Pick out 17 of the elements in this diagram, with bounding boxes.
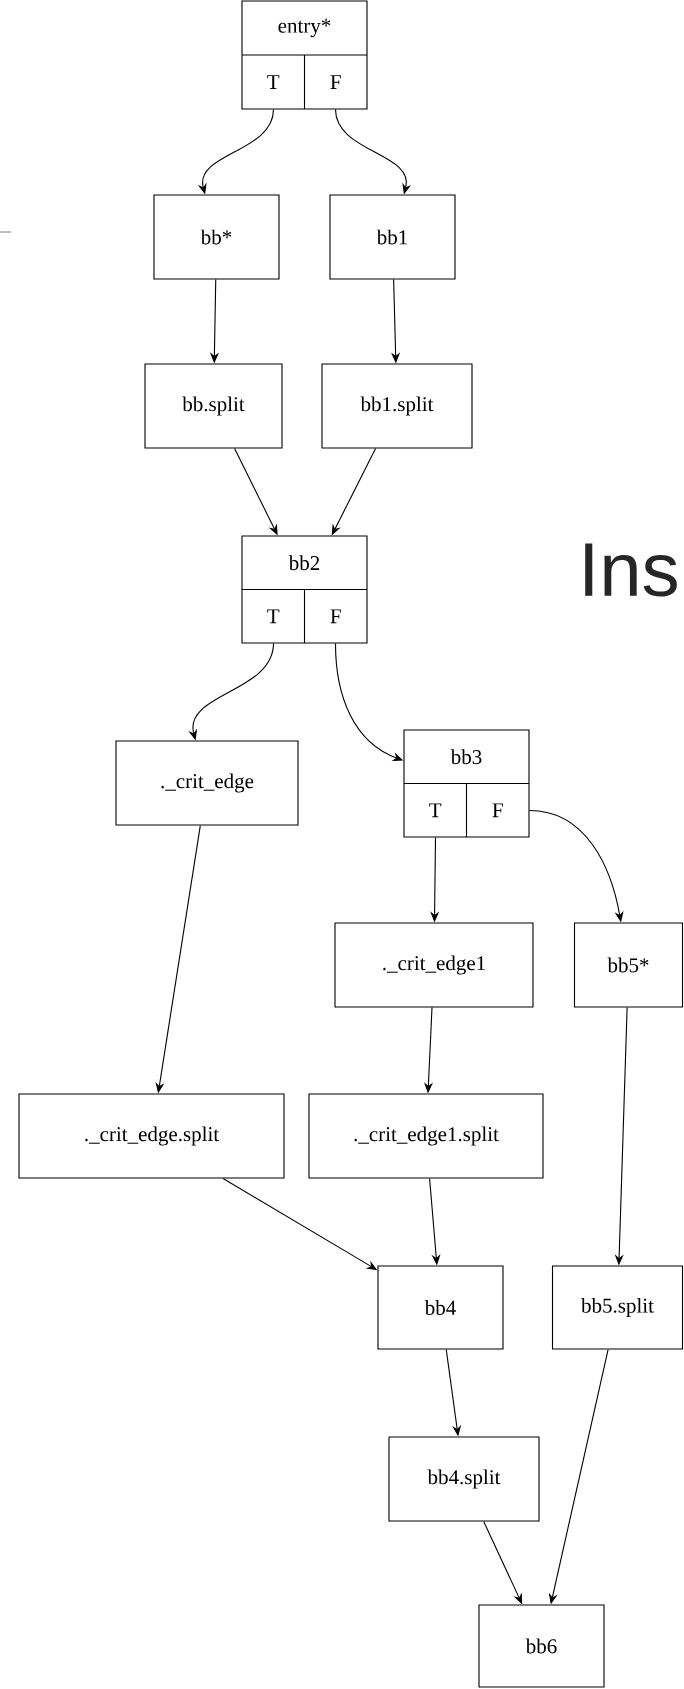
- block-box: bb6: [478, 1604, 605, 1688]
- block-box: bb1.split: [321, 363, 473, 449]
- block-box: bb5*: [573, 922, 684, 1008]
- block-box: bb4.split: [388, 1436, 540, 1522]
- block-box: bb*: [153, 194, 280, 280]
- heading-text: Ins: [585, 543, 677, 597]
- block-box: ._crit_edge1: [334, 922, 534, 1008]
- block-box: ._crit_edge: [115, 740, 299, 826]
- block-box: ._crit_edge1.split: [308, 1093, 544, 1179]
- block-box: bb1: [329, 194, 456, 280]
- block-box: ._crit_edge.split: [18, 1093, 285, 1179]
- block-box: bb.split: [144, 363, 283, 449]
- block-box: bb4: [377, 1265, 504, 1350]
- record-box: entry* T F: [241, 0, 368, 110]
- record-box: bb3 T F: [403, 729, 530, 838]
- block-box: bb5.split: [551, 1265, 684, 1350]
- record-box: bb2 T F: [241, 535, 368, 644]
